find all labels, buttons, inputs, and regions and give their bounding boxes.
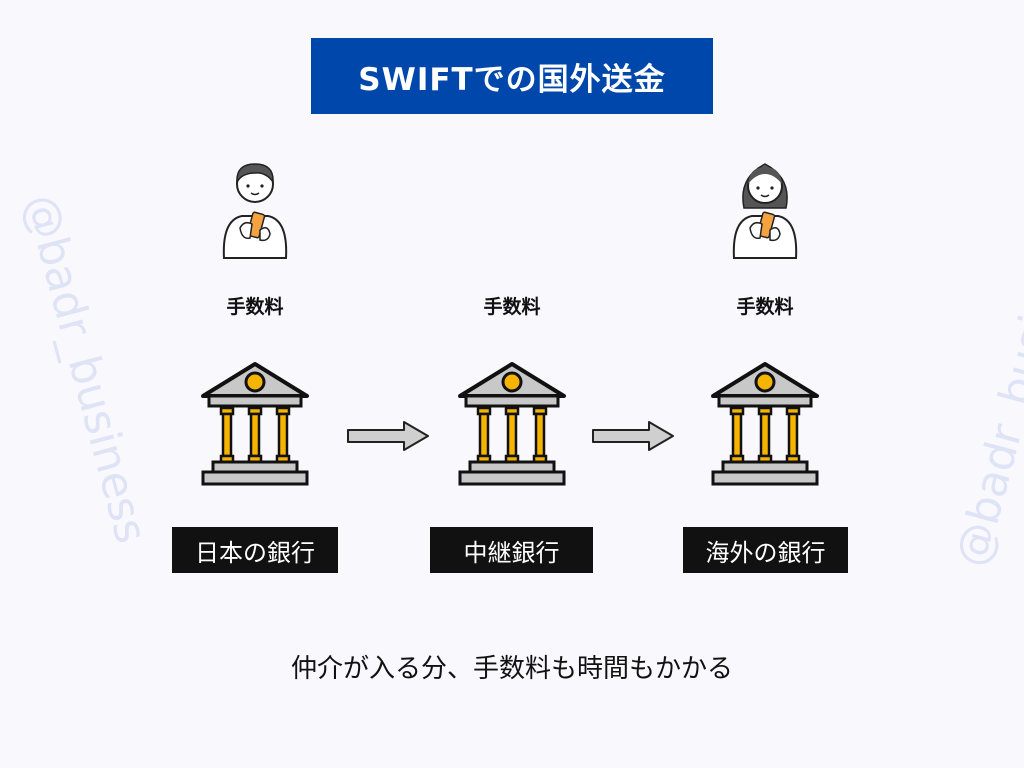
bank-label-overseas: 海外の銀行 [683,527,848,573]
fee-label-intermediary: 手数料 [483,296,541,318]
watermark-text: @badr_business [946,212,1024,573]
bank-label-japan: 日本の銀行 [172,527,338,573]
sender-person-icon [222,163,288,259]
intermediary-bank-icon [456,360,568,488]
page-title: SWIFTでの国外送金 [311,38,713,114]
arrow-right-icon [592,421,674,451]
bank-label-intermediary: 中継銀行 [430,527,593,573]
watermark-text: @badr_business [14,188,157,549]
fee-label-japan: 手数料 [226,296,284,318]
fee-label-overseas: 手数料 [736,296,794,318]
japan-bank-icon [199,360,311,488]
overseas-bank-icon [709,360,821,488]
recipient-person-icon [732,163,798,259]
arrow-right-icon [347,421,429,451]
caption: 仲介が入る分、手数料も時間もかかる [290,654,733,684]
